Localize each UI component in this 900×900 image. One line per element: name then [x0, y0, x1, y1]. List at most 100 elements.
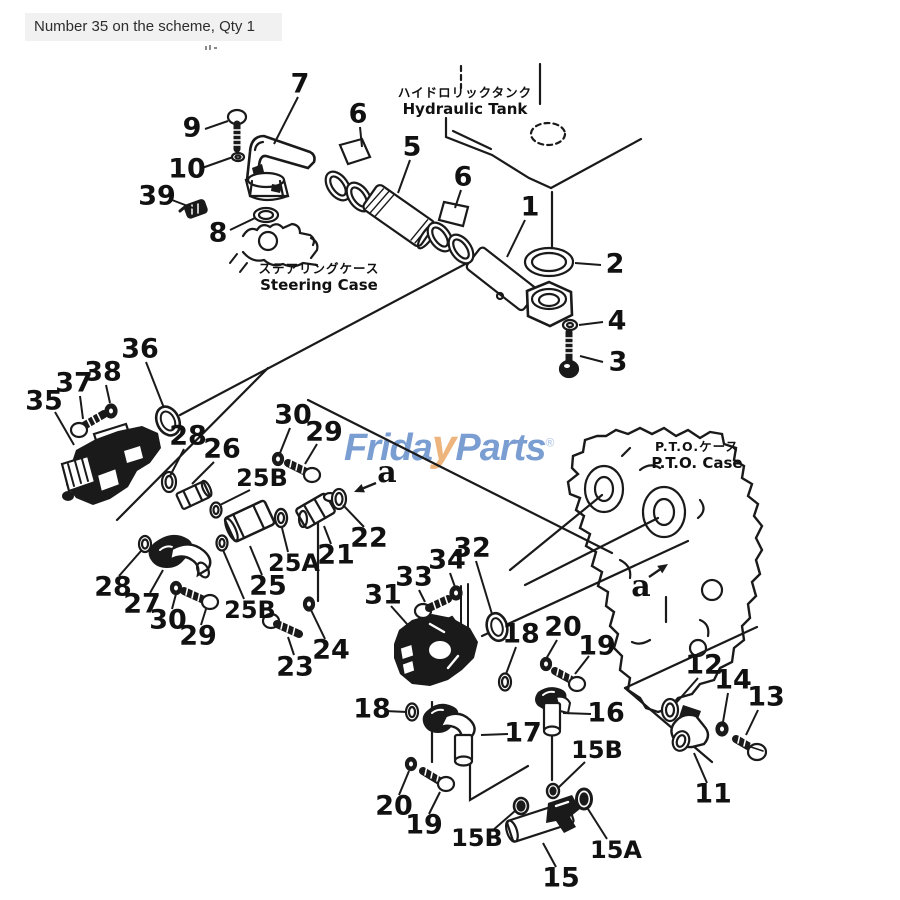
- callout-34-32: 34: [428, 545, 466, 576]
- leader-line-2: [574, 262, 602, 266]
- callout-20-47: 20: [375, 791, 413, 822]
- tube-15-assembly: [504, 782, 593, 843]
- callout-22-21: 22: [350, 523, 388, 554]
- fridayparts-watermark: FridayParts®: [344, 421, 554, 470]
- callout-19-48: 19: [405, 810, 443, 841]
- leader-line-28: [169, 448, 185, 477]
- scheme-note-text: Number 35 on the scheme, Qty 1: [34, 18, 255, 35]
- callout-16-39: 16: [587, 698, 625, 729]
- leader-line-24: [310, 609, 326, 640]
- hose-assembly: [324, 137, 475, 265]
- leader-line-25B: [222, 549, 245, 600]
- leader-line-18: [384, 710, 408, 713]
- callout-37-14: 37: [55, 368, 93, 399]
- callout-33-34: 33: [395, 562, 433, 593]
- callout-31-35: 31: [364, 580, 402, 611]
- elbow-11-assembly: [660, 697, 768, 762]
- area-label-jp-pto-case: P.T.O.ケース: [655, 439, 739, 454]
- leader-line-20: [398, 770, 410, 796]
- ref-arrow-line-0: [362, 481, 377, 490]
- leader-line-26: [191, 461, 215, 485]
- callout-11-46: 11: [694, 779, 732, 810]
- leader-line-1: [506, 219, 526, 258]
- area-label-en-hydraulic-tank: Hydraulic Tank: [403, 100, 529, 118]
- callout-3-11: 3: [609, 347, 628, 378]
- leader-line-39: [171, 199, 194, 209]
- callout-10-3: 10: [168, 154, 206, 185]
- leader-line-30: [279, 427, 291, 454]
- callout-25B-20: 25B: [236, 464, 288, 492]
- callout-18-40: 18: [353, 694, 391, 725]
- leader-line-29: [200, 608, 207, 626]
- callout-19-38: 19: [578, 631, 616, 662]
- callout-15A-50: 15A: [590, 836, 642, 864]
- callout-15-51: 15: [542, 863, 580, 894]
- leader-line-15B: [557, 761, 586, 789]
- steering-case-art: [229, 222, 319, 273]
- ref-markers-layer: aa: [354, 455, 668, 604]
- leader-line-33: [418, 589, 426, 603]
- watermark-text-right: Parts: [455, 427, 546, 469]
- callout-14-44: 14: [714, 665, 752, 696]
- callout-12-43: 12: [685, 650, 723, 681]
- registered-mark: ®: [545, 435, 554, 450]
- watermark-swoosh: y: [431, 421, 457, 470]
- leader-line-15A: [587, 808, 608, 840]
- leader-line-10: [201, 156, 234, 169]
- leader-line-7: [273, 96, 299, 145]
- leader-line-15: [542, 842, 557, 868]
- leader-line-30: [171, 593, 177, 610]
- callout-27-26: 27: [123, 589, 161, 620]
- leader-line-38: [105, 384, 111, 404]
- leader-line-14: [722, 692, 729, 723]
- callout-2-9: 2: [606, 249, 625, 280]
- callout-28-16: 28: [169, 421, 207, 452]
- leader-line-35: [54, 411, 75, 446]
- callout-17-41: 17: [504, 718, 542, 749]
- pto-case-art: [566, 426, 764, 714]
- callout-9-1: 9: [183, 113, 202, 144]
- leader-line-36: [145, 361, 165, 409]
- area-label-en-pto-case: P.T.O. Case: [651, 454, 742, 472]
- leader-line-28: [118, 550, 142, 577]
- callout-25-24: 25: [249, 571, 287, 602]
- header-artifact-marks: [205, 45, 217, 50]
- callout-1-8: 1: [521, 192, 540, 223]
- pump-35-assembly: [60, 403, 182, 505]
- callout-35-15: 35: [25, 386, 63, 417]
- leader-line-6: [359, 126, 363, 148]
- callout-13-45: 13: [747, 682, 785, 713]
- leader-line-25B: [219, 489, 251, 506]
- callout-5-6: 5: [403, 132, 422, 163]
- suction-tube-assembly: [465, 246, 580, 379]
- callout-29-19: 29: [305, 417, 343, 448]
- leader-line-9: [204, 120, 229, 130]
- callout-25A-23: 25A: [268, 549, 320, 577]
- pump-31-assembly: [394, 583, 509, 686]
- leader-line-11: [693, 752, 708, 784]
- area-label-jp-steering-case: ステアリングケース: [259, 261, 380, 276]
- leader-line-19: [574, 655, 590, 675]
- callout-21-22: 21: [317, 540, 355, 571]
- callout-32-33: 32: [453, 533, 491, 564]
- leader-line-34: [449, 572, 456, 588]
- leader-line-15B: [491, 810, 516, 832]
- leader-line-25: [249, 545, 263, 576]
- callout-6-7: 6: [454, 162, 473, 193]
- ref-marker-a-1: a: [631, 569, 650, 604]
- leader-line-32: [475, 560, 493, 615]
- callout-7-0: 7: [291, 69, 310, 100]
- callout-29-28: 29: [179, 621, 217, 652]
- ref-marker-a-0: a: [377, 455, 396, 490]
- leader-line-16: [562, 712, 592, 715]
- callout-39-4: 39: [138, 181, 176, 212]
- callout-8-5: 8: [209, 218, 228, 249]
- leader-line-25A: [281, 527, 289, 553]
- callout-30-18: 30: [274, 400, 312, 431]
- leader-line-19: [428, 791, 441, 815]
- elbow-assembly: [178, 108, 316, 224]
